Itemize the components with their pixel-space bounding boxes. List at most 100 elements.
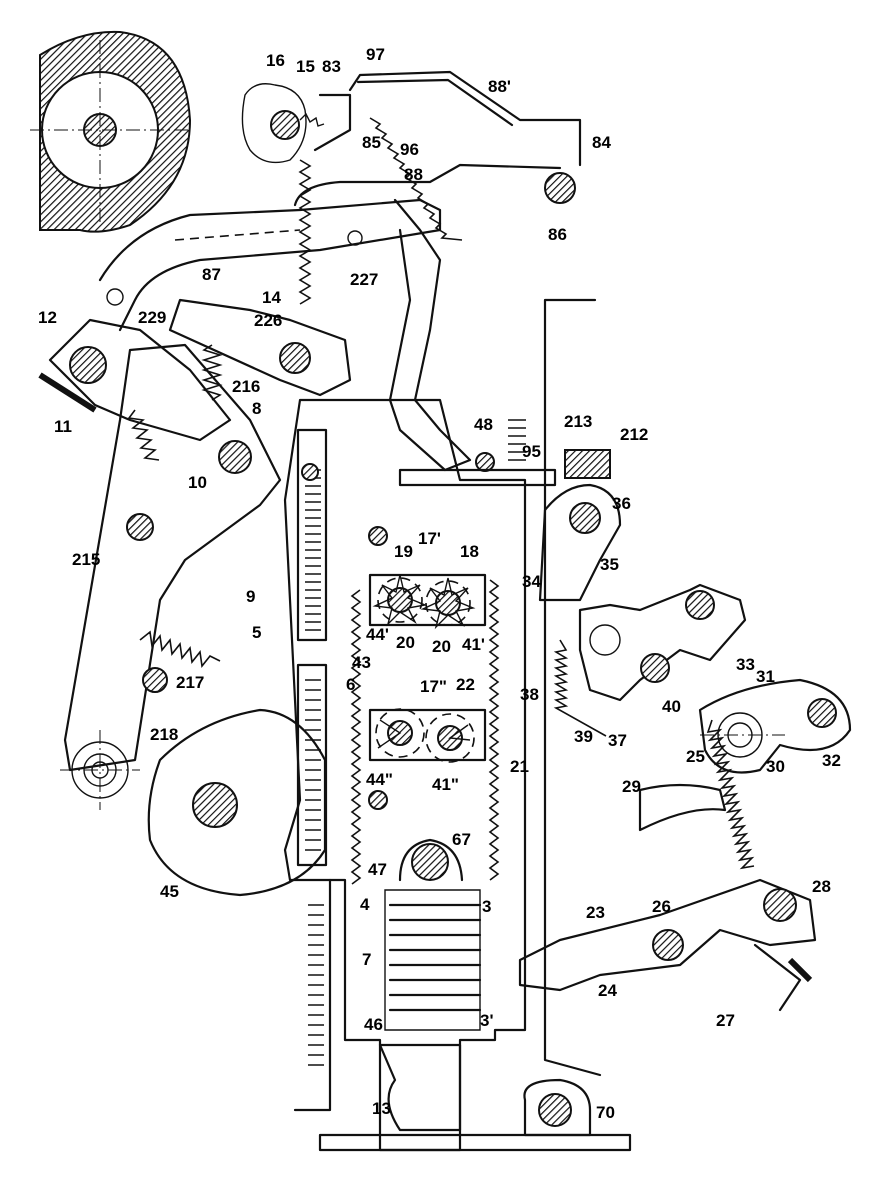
spring-217 <box>139 630 221 668</box>
pin-8 <box>301 463 319 481</box>
label-20a: 20 <box>396 633 415 652</box>
coil-spring-3 <box>384 889 482 1031</box>
label-41-prime: 41' <box>462 635 485 654</box>
carrier-17-prime <box>368 573 487 627</box>
label-44-double-prime: 44" <box>366 770 393 789</box>
spring-43 <box>305 679 321 851</box>
label-229: 229 <box>138 308 166 327</box>
label-25: 25 <box>686 747 705 766</box>
label-22: 22 <box>456 675 475 694</box>
label-47: 47 <box>368 860 387 879</box>
star-wheel-44dp <box>375 708 425 758</box>
label-9: 9 <box>246 587 255 606</box>
label-41-double-prime: 41" <box>432 775 459 794</box>
carrier-17-double-prime <box>368 708 487 762</box>
label-29: 29 <box>622 777 641 796</box>
label-18: 18 <box>460 542 479 561</box>
label-45: 45 <box>160 882 179 901</box>
label-13: 13 <box>372 1099 391 1118</box>
top-gear-16 <box>241 83 325 164</box>
arm-88 <box>388 198 472 472</box>
label-87: 87 <box>202 265 221 284</box>
label-212: 212 <box>620 425 648 444</box>
rack-left <box>350 589 362 885</box>
label-85: 85 <box>362 133 381 152</box>
rack-14 <box>298 159 312 305</box>
label-97: 97 <box>366 45 385 64</box>
reference-labels: 16 15 83 97 88' 84 85 96 88 86 87 227 14… <box>38 45 841 1122</box>
label-32: 32 <box>822 751 841 770</box>
label-27: 27 <box>716 1011 735 1030</box>
slot-43 <box>296 663 328 867</box>
pin-lower-slot <box>368 790 388 810</box>
label-3: 3 <box>482 897 491 916</box>
lever-12 <box>38 318 232 442</box>
label-38: 38 <box>520 685 539 704</box>
spring-216 <box>201 344 223 401</box>
label-4: 4 <box>360 895 370 914</box>
label-40: 40 <box>662 697 681 716</box>
label-5: 5 <box>252 623 261 642</box>
label-26: 26 <box>652 897 671 916</box>
label-30: 30 <box>766 757 785 776</box>
slider-67 <box>398 838 464 882</box>
label-226: 226 <box>254 311 282 330</box>
label-39: 39 <box>574 727 593 746</box>
bottom-housing <box>378 1043 462 1132</box>
spring-25 <box>706 719 755 870</box>
lever-215 <box>60 343 282 810</box>
hook-29 <box>638 783 727 832</box>
label-8: 8 <box>252 399 261 418</box>
lever-40 <box>578 583 747 702</box>
label-15: 15 <box>296 57 315 76</box>
bar-95 <box>398 468 557 487</box>
label-44-prime: 44' <box>366 625 389 644</box>
label-17-prime: 17' <box>418 529 441 548</box>
label-88: 88 <box>404 165 423 184</box>
spring-7-left <box>308 904 324 1066</box>
label-37: 37 <box>608 731 627 750</box>
label-28: 28 <box>812 877 831 896</box>
pin-217 <box>142 667 168 693</box>
star-wheel-41dp <box>425 713 475 763</box>
label-23: 23 <box>586 903 605 922</box>
spring-85 <box>369 117 463 241</box>
spring-9 <box>305 469 321 631</box>
label-10: 10 <box>188 473 207 492</box>
label-84: 84 <box>592 133 611 152</box>
label-11: 11 <box>54 417 72 436</box>
label-21: 21 <box>510 757 529 776</box>
label-216: 216 <box>232 377 260 396</box>
label-227: 227 <box>350 270 378 289</box>
label-3-prime: 3' <box>480 1011 494 1030</box>
label-67: 67 <box>452 830 471 849</box>
upper-frame <box>293 70 582 207</box>
label-43: 43 <box>352 653 371 672</box>
label-70: 70 <box>596 1103 615 1122</box>
label-24: 24 <box>598 981 617 1000</box>
spring-37 <box>553 639 607 737</box>
label-86: 86 <box>548 225 567 244</box>
spring-213-stub <box>508 419 526 461</box>
plate-21 <box>543 298 602 1077</box>
label-12: 12 <box>38 308 57 327</box>
main-frame <box>283 398 632 1152</box>
label-33: 33 <box>736 655 755 674</box>
label-17-double-prime: 17" <box>420 677 447 696</box>
label-218: 218 <box>150 725 178 744</box>
pin-upper-slot <box>368 526 388 546</box>
label-215: 215 <box>72 550 100 569</box>
lever-24 <box>518 878 817 1012</box>
label-213: 213 <box>564 412 592 431</box>
spring-11 <box>127 409 160 461</box>
label-14: 14 <box>262 288 281 307</box>
label-48: 48 <box>474 415 493 434</box>
cam-30 <box>698 678 852 774</box>
block-212 <box>564 449 611 479</box>
label-31: 31 <box>756 667 775 686</box>
label-7: 7 <box>362 950 371 969</box>
lever-226 <box>168 230 363 397</box>
label-96: 96 <box>400 140 419 159</box>
label-19: 19 <box>394 542 413 561</box>
label-217: 217 <box>176 673 204 692</box>
